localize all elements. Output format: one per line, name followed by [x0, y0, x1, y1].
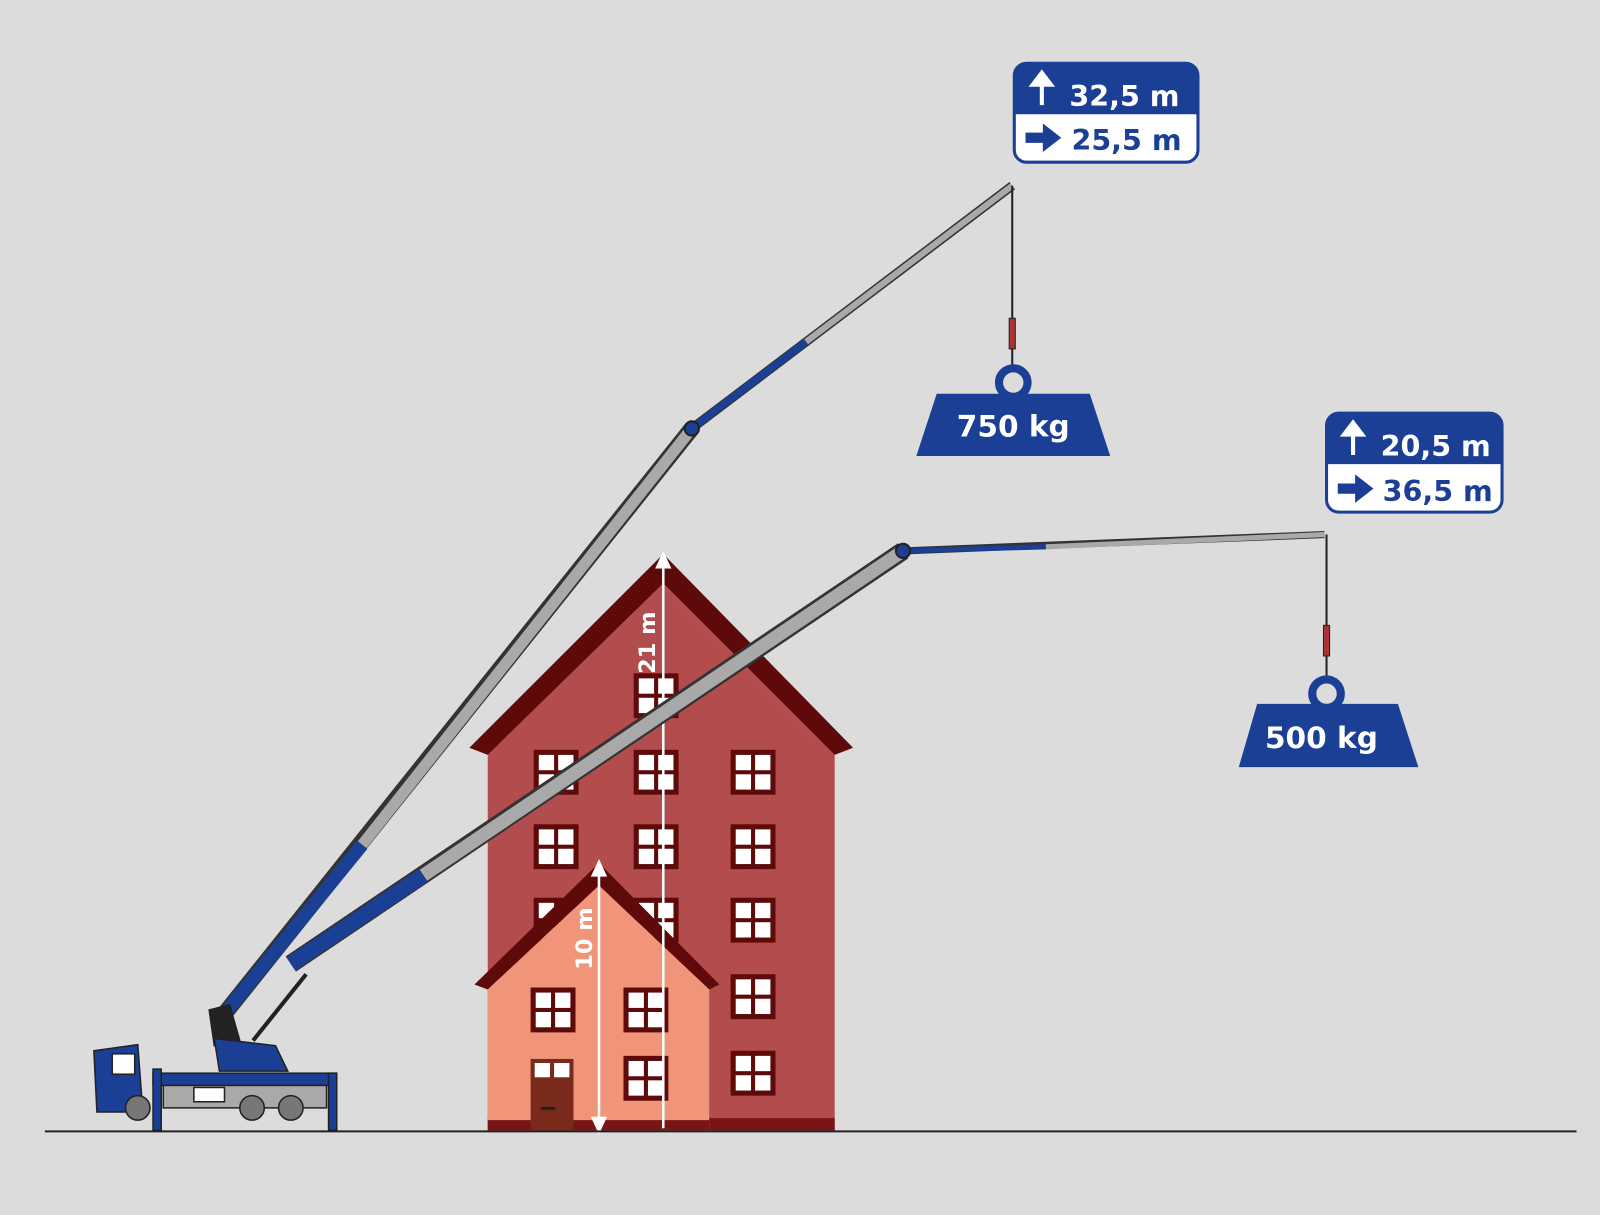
window — [730, 974, 776, 1020]
arrow-up-icon — [1339, 419, 1367, 455]
window — [730, 824, 776, 870]
reach-sign-far: 20,5 m 36,5 m — [1325, 411, 1504, 514]
load-weight-high: 750 kg — [916, 364, 1111, 457]
load-weight-far: 500 kg — [1238, 675, 1419, 768]
window — [633, 749, 679, 795]
window — [730, 897, 776, 943]
boom-far-configuration — [285, 530, 1331, 972]
window — [623, 1055, 669, 1101]
height-label-far: 20,5 m — [1381, 429, 1491, 463]
height-label-high: 32,5 m — [1069, 79, 1179, 113]
window — [730, 1050, 776, 1096]
arrow-right-icon — [1337, 474, 1374, 503]
reach-label-high: 25,5 m — [1071, 123, 1181, 157]
window — [730, 749, 776, 795]
arrow-up-icon — [1028, 69, 1056, 106]
window — [533, 824, 579, 870]
reach-sign-high: 32,5 m 25,5 m — [1012, 61, 1200, 164]
window — [633, 824, 679, 870]
reach-label-far: 36,5 m — [1383, 474, 1493, 508]
arrow-right-icon — [1025, 123, 1062, 153]
window — [623, 987, 669, 1033]
boom-high-configuration — [213, 182, 1016, 1026]
tall-height-label: 21 m — [635, 611, 661, 673]
small-house-windows — [530, 987, 669, 1101]
small-height-label: 10 m — [572, 907, 598, 969]
window — [530, 987, 576, 1033]
load-label-high: 750 kg — [957, 410, 1070, 444]
load-label-far: 500 kg — [1265, 721, 1378, 755]
small-height-arrow — [590, 858, 608, 1135]
tall-height-arrow — [655, 550, 672, 1129]
crane-truck — [93, 972, 338, 1132]
